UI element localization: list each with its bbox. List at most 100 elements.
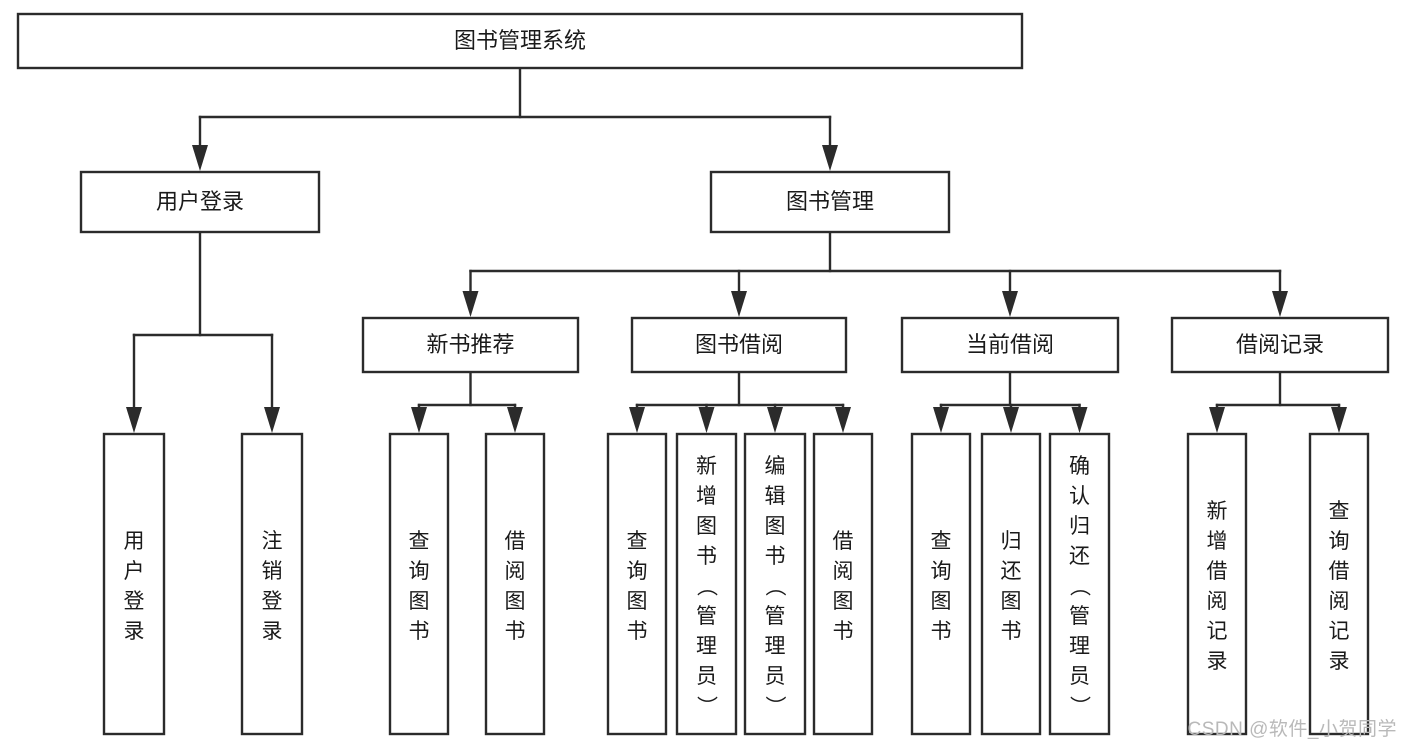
arrow-head-icon bbox=[731, 291, 747, 317]
arrow-head-icon bbox=[411, 407, 427, 433]
node-label-l2_2: 当前借阅 bbox=[966, 332, 1054, 357]
node-label-leaf_9-char-3: 书 bbox=[1001, 620, 1022, 643]
node-box-leaf_6[interactable] bbox=[743, 432, 807, 736]
node-label-leaf_4-char-0: 查 bbox=[627, 530, 648, 553]
node-box-l2_1[interactable] bbox=[630, 316, 848, 374]
node-box-leaf_7[interactable] bbox=[812, 432, 874, 736]
node-box-leaf_5[interactable] bbox=[675, 432, 738, 736]
node-label-leaf_5-char-2: 图 bbox=[696, 515, 717, 538]
node-root[interactable]: 图书管理系统 bbox=[16, 12, 1024, 70]
node-label-leaf_0-char-0: 用 bbox=[124, 530, 145, 553]
arrow-head-icon bbox=[1209, 407, 1225, 433]
node-l2_2[interactable]: 当前借阅 bbox=[900, 316, 1120, 374]
arrow-head-icon bbox=[1071, 407, 1088, 433]
node-label-leaf_10-char-8: ） bbox=[1068, 696, 1091, 717]
node-label-leaf_3-char-0: 借 bbox=[505, 530, 526, 553]
node-label-leaf_8-char-2: 图 bbox=[931, 590, 952, 613]
node-label-leaf_7-char-2: 图 bbox=[833, 590, 854, 613]
node-box-l2_3[interactable] bbox=[1170, 316, 1390, 374]
node-label-leaf_6-char-6: 理 bbox=[765, 635, 786, 658]
node-label-root: 图书管理系统 bbox=[454, 28, 586, 53]
node-box-leaf_1[interactable] bbox=[240, 432, 304, 736]
node-label-leaf_0-char-2: 登 bbox=[124, 590, 145, 613]
node-label-leaf_12-char-1: 询 bbox=[1329, 530, 1350, 553]
node-label-leaf_10-char-0: 确 bbox=[1069, 455, 1090, 478]
node-box-l1_1[interactable] bbox=[709, 170, 951, 234]
node-label-leaf_6-char-0: 编 bbox=[765, 455, 786, 478]
node-label-leaf_7-char-1: 阅 bbox=[833, 560, 854, 583]
node-label-leaf_11-char-4: 记 bbox=[1207, 620, 1228, 643]
arrow-head-icon bbox=[264, 407, 280, 433]
node-label-leaf_0-char-1: 户 bbox=[124, 560, 145, 583]
node-box-leaf_8[interactable] bbox=[910, 432, 972, 736]
node-label-leaf_0-char-3: 录 bbox=[124, 620, 145, 643]
node-l2_1[interactable]: 图书借阅 bbox=[630, 316, 848, 374]
node-l2_0[interactable]: 新书推荐 bbox=[361, 316, 580, 374]
node-label-leaf_5-char-7: 员 bbox=[696, 665, 717, 688]
node-label-leaf_2-char-2: 图 bbox=[409, 590, 430, 613]
node-box-leaf_2[interactable] bbox=[388, 432, 450, 736]
node-box-l2_0[interactable] bbox=[361, 316, 580, 374]
node-label-leaf_1-char-2: 登 bbox=[262, 590, 283, 613]
node-label-leaf_5-char-6: 理 bbox=[696, 635, 717, 658]
node-box-leaf_10[interactable] bbox=[1048, 432, 1111, 736]
node-label-leaf_5-char-5: 管 bbox=[696, 605, 717, 628]
node-label-leaf_5-char-3: 书 bbox=[696, 545, 717, 568]
node-box-leaf_9[interactable] bbox=[980, 432, 1042, 736]
arrow-head-icon bbox=[698, 407, 715, 433]
arrow-head-icon bbox=[192, 145, 208, 171]
node-label-leaf_3-char-1: 阅 bbox=[505, 560, 526, 583]
node-box-leaf_11[interactable] bbox=[1186, 432, 1248, 736]
node-box-root[interactable] bbox=[16, 12, 1024, 70]
node-label-leaf_12-char-5: 录 bbox=[1329, 650, 1350, 673]
node-label-leaf_11-char-0: 新 bbox=[1207, 500, 1228, 523]
node-label-leaf_8-char-3: 书 bbox=[931, 620, 952, 643]
node-label-leaf_5-char-1: 增 bbox=[696, 485, 717, 508]
arrow-head-icon bbox=[822, 145, 838, 171]
node-label-leaf_4-char-1: 询 bbox=[627, 560, 648, 583]
node-label-leaf_6-char-1: 辑 bbox=[765, 485, 786, 508]
node-label-leaf_9-char-0: 归 bbox=[1001, 530, 1022, 553]
connector-layer bbox=[126, 66, 1347, 433]
node-label-leaf_11-char-5: 录 bbox=[1207, 650, 1228, 673]
arrow-head-icon bbox=[1272, 291, 1288, 317]
node-label-leaf_6-char-8: ） bbox=[763, 696, 786, 717]
node-box-l1_0[interactable] bbox=[79, 170, 321, 234]
node-label-leaf_4-char-3: 书 bbox=[627, 620, 648, 643]
node-label-leaf_11-char-1: 增 bbox=[1207, 530, 1228, 553]
node-box-leaf_4[interactable] bbox=[606, 432, 668, 736]
node-leaf_0[interactable]: 用户登录 bbox=[102, 432, 166, 736]
node-box-leaf_0[interactable] bbox=[102, 432, 166, 736]
node-box-l2_2[interactable] bbox=[900, 316, 1120, 374]
arrow-head-icon bbox=[462, 291, 479, 317]
node-label-leaf_5-char-0: 新 bbox=[696, 455, 717, 478]
node-label-l2_3: 借阅记录 bbox=[1236, 332, 1324, 357]
node-label-leaf_6-char-5: 管 bbox=[765, 605, 786, 628]
node-l1_0[interactable]: 用户登录 bbox=[79, 170, 321, 234]
arrow-head-icon bbox=[933, 407, 949, 433]
node-l2_3[interactable]: 借阅记录 bbox=[1170, 316, 1390, 374]
node-box-leaf_3[interactable] bbox=[484, 432, 546, 736]
arrow-head-icon bbox=[126, 407, 142, 433]
node-label-leaf_10-char-4: （ bbox=[1068, 576, 1091, 597]
node-label-leaf_12-char-3: 阅 bbox=[1329, 590, 1350, 613]
arrow-head-icon bbox=[1002, 291, 1018, 317]
node-l1_1[interactable]: 图书管理 bbox=[709, 170, 951, 234]
node-label-leaf_2-char-0: 查 bbox=[409, 530, 430, 553]
node-box-leaf_12[interactable] bbox=[1308, 432, 1370, 736]
arrow-head-icon bbox=[767, 407, 783, 433]
node-label-l2_0: 新书推荐 bbox=[426, 332, 514, 357]
arrow-head-icon bbox=[507, 407, 523, 433]
